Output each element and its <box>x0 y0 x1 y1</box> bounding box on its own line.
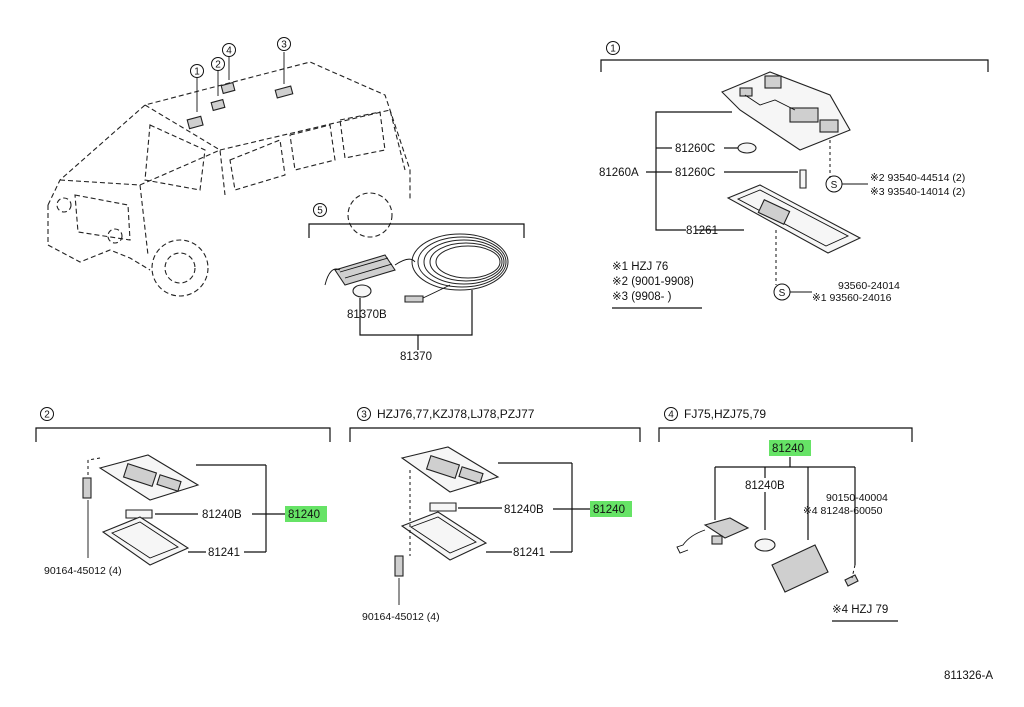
screw-top-1: ※2 93540-44514 (2) <box>870 172 965 184</box>
vehicle-callout-2: 2 <box>211 57 225 71</box>
label-81241-s2: 81241 <box>208 547 240 559</box>
label-81370: 81370 <box>400 351 432 363</box>
label-81261: 81261 <box>686 225 718 237</box>
screw-symbol-bottom: S <box>773 283 791 301</box>
lens-s2 <box>101 516 190 566</box>
svg-text:4: 4 <box>226 46 232 57</box>
bulb-s3 <box>429 502 457 512</box>
label-screw2-s4: ※4 81248-60050 <box>803 505 883 517</box>
cord-coil <box>411 233 509 291</box>
section2-callout: 2 <box>40 407 54 421</box>
bulb-81370b <box>352 284 372 298</box>
label-81260a: 81260A <box>599 167 639 179</box>
svg-text:3: 3 <box>281 40 287 51</box>
label-81240b-s4: 81240B <box>745 480 785 492</box>
section3-header: HZJ76,77,KZJ78,LJ78,PZJ77 <box>377 407 535 421</box>
note-s4: ※4 HZJ 79 <box>832 604 888 616</box>
svg-text:1: 1 <box>194 67 200 78</box>
label-81240b-s3: 81240B <box>504 504 544 516</box>
screw-s4 <box>844 574 859 587</box>
label-bolt-s3: 90164-45012 (4) <box>362 611 440 623</box>
highlight-81240-s3 <box>590 501 632 517</box>
label-81241-s3: 81241 <box>513 547 545 559</box>
svg-text:2: 2 <box>215 60 221 71</box>
label-81240b-s2: 81240B <box>202 509 242 521</box>
svg-text:1: 1 <box>610 44 616 55</box>
plug <box>404 295 424 303</box>
trouble-lamp <box>334 254 396 286</box>
label-81240-s2[interactable]: 81240 <box>288 509 320 521</box>
vehicle-callout-1: 1 <box>190 64 204 78</box>
section-5: 5 81370B 81370 <box>308 203 525 363</box>
section3-callout: 3 <box>357 407 371 421</box>
bolt-s3 <box>394 555 404 577</box>
note-2: ※2 (9001-9908) <box>612 276 694 288</box>
label-81240-s3[interactable]: 81240 <box>593 504 625 516</box>
section5-callout: 5 <box>313 203 327 217</box>
note-3: ※3 (9908- ) <box>612 291 672 303</box>
highlight-81240-s2 <box>285 506 327 522</box>
screw-top-2: ※3 93540-14014 (2) <box>870 186 965 198</box>
lens-s4 <box>771 544 829 593</box>
svg-text:5: 5 <box>317 206 323 217</box>
section-2: 2 81240B 81240 81241 90164-45012 (4) <box>35 407 331 577</box>
section4-callout: 4 <box>664 407 678 421</box>
lamp-lens-81261 <box>726 184 862 254</box>
roof-lamp-4 <box>220 81 236 95</box>
screw-symbol-top: S <box>825 175 843 193</box>
screw-bottom-1: 93560-24014 <box>838 280 900 292</box>
vehicle-illustration <box>47 61 411 297</box>
vehicle-callout-4: 4 <box>222 43 236 57</box>
label-screw1-s4: 90150-40004 <box>826 492 888 504</box>
svg-text:4: 4 <box>668 410 674 421</box>
socket-s4 <box>703 517 750 539</box>
section-1: 1 S S 81260C 81260A 81260C 81261 ※2 9 <box>599 41 989 309</box>
roof-lamp-2 <box>210 98 226 112</box>
note-1: ※1 HZJ 76 <box>612 261 668 273</box>
roof-lamp-front <box>186 115 204 130</box>
svg-text:S: S <box>779 288 786 299</box>
bolt-s2 <box>82 477 92 499</box>
bulb-s2 <box>125 509 153 519</box>
diagram-id: 811326-A <box>944 670 993 682</box>
screw-bottom-2: ※1 93560-24016 <box>812 292 892 304</box>
svg-text:2: 2 <box>44 410 50 421</box>
svg-text:S: S <box>831 180 838 191</box>
bulb-s4 <box>754 538 776 552</box>
label-81260c-2: 81260C <box>675 167 715 179</box>
label-81240-s4[interactable]: 81240 <box>772 443 804 455</box>
vehicle-callout-3: 3 <box>277 37 291 51</box>
svg-text:3: 3 <box>361 410 367 421</box>
lens-s3 <box>400 511 488 561</box>
label-81260c-1: 81260C <box>675 143 715 155</box>
label-81370b: 81370B <box>347 309 387 321</box>
section-3: 3 HZJ76,77,KZJ78,LJ78,PZJ77 81240B 81240… <box>349 407 641 623</box>
section-4: 4 FJ75,HZJ75,79 81240 81240B 90150-40004… <box>658 407 913 622</box>
highlight-81240-s4 <box>769 440 811 456</box>
section1-callout: 1 <box>606 41 620 55</box>
roof-lamp-3 <box>274 85 294 99</box>
section4-header: FJ75,HZJ75,79 <box>684 407 766 421</box>
bulb-81260c-2 <box>799 169 807 189</box>
label-bolt-s2: 90164-45012 (4) <box>44 565 122 577</box>
bulb-81260c-1 <box>737 142 757 154</box>
lamp-housing-81260a <box>721 71 851 151</box>
